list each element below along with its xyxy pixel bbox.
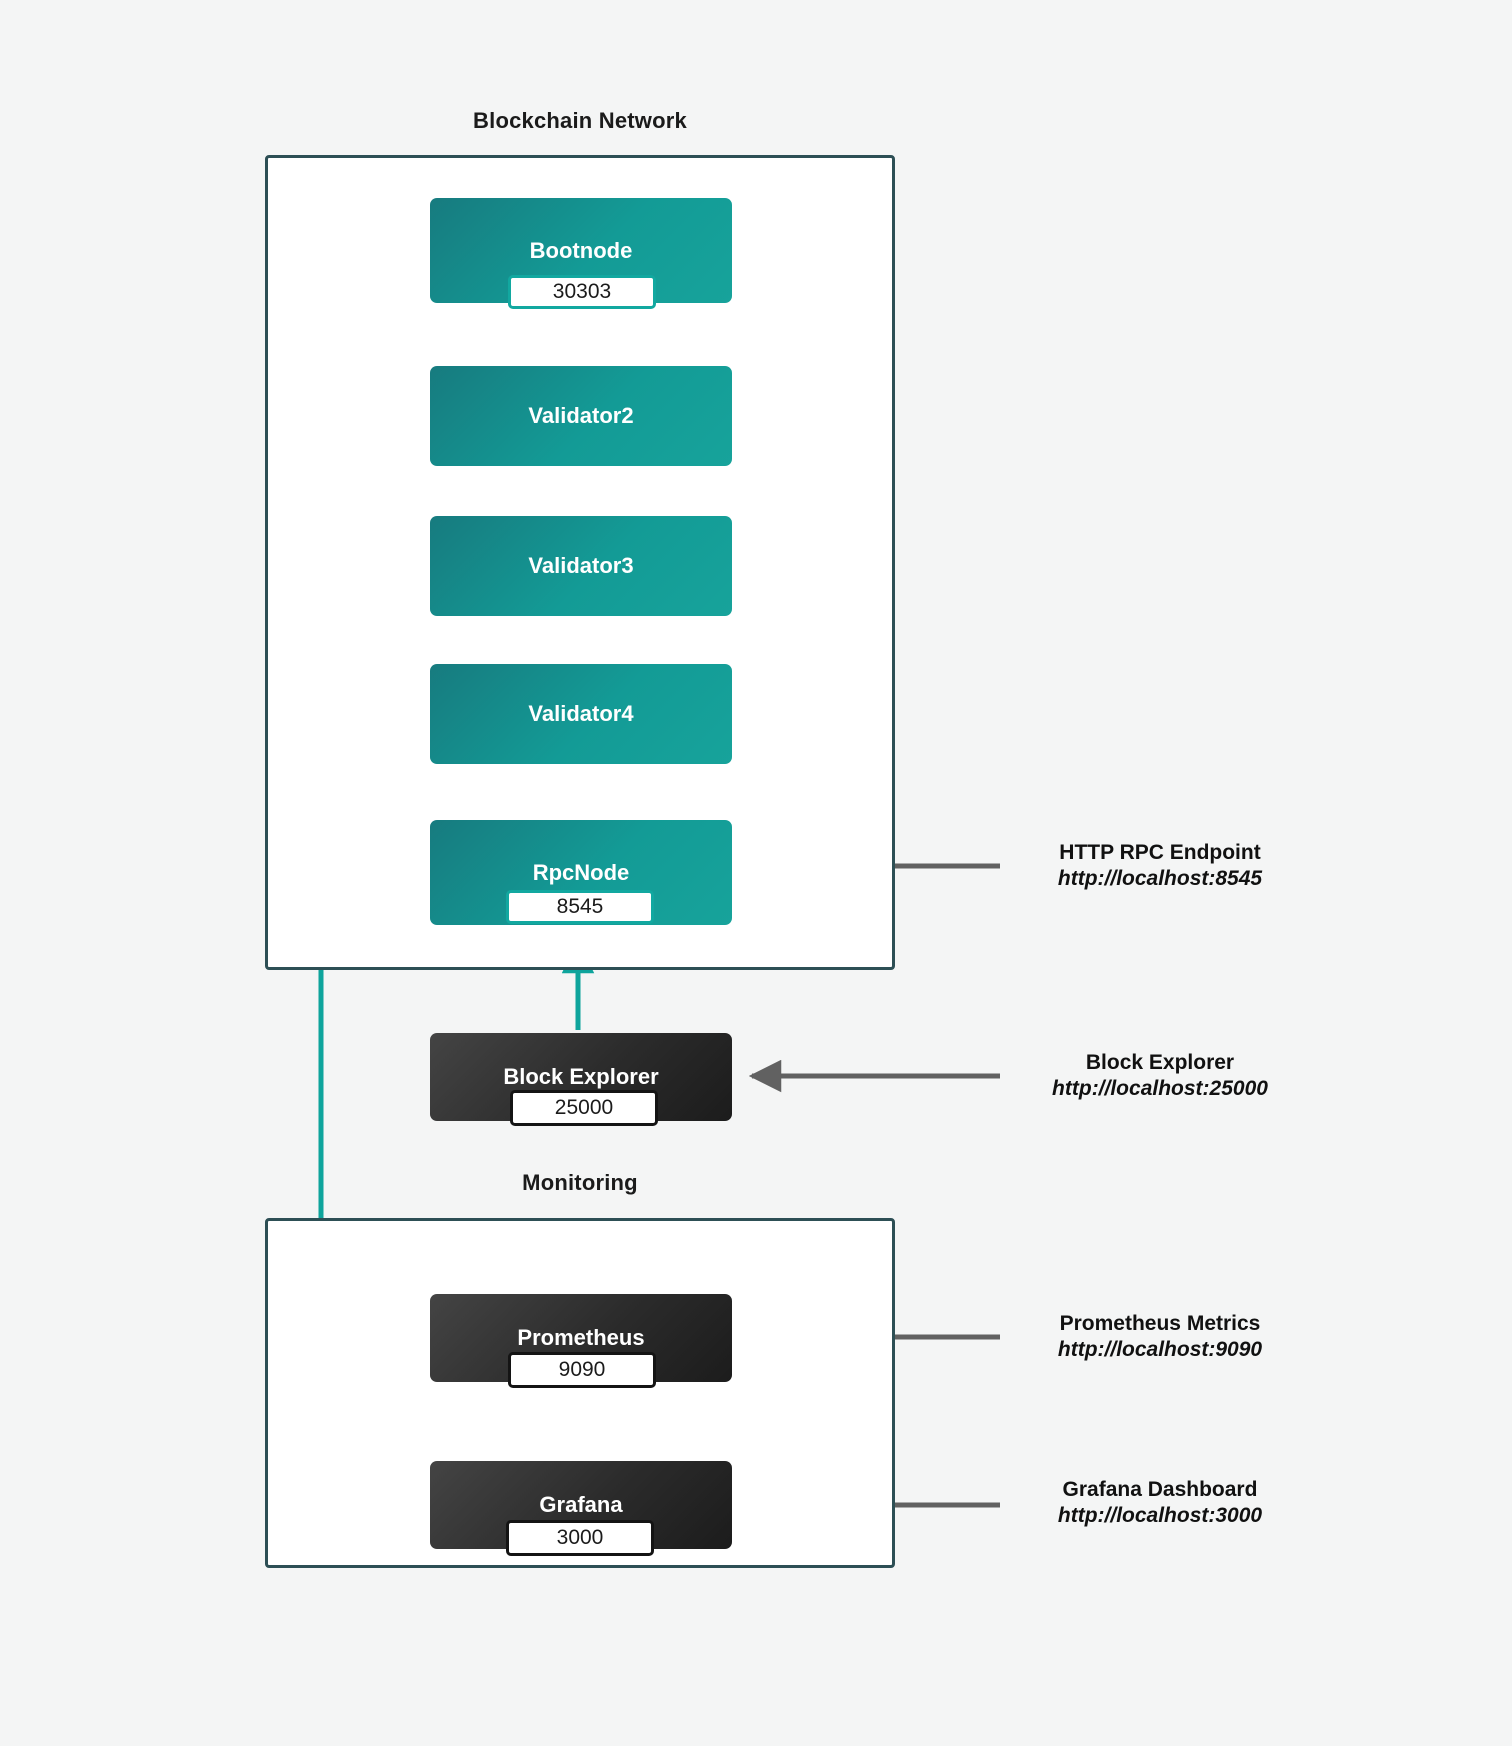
node-validator2[interactable]: Validator2 xyxy=(430,366,732,466)
annotation-title-rpc-endpoint: HTTP RPC Endpoint xyxy=(1059,841,1261,864)
node-label-prometheus: Prometheus xyxy=(517,1325,645,1350)
annotation-rpc-endpoint: HTTP RPC Endpoint http://localhost:8545 xyxy=(1010,840,1310,893)
port-value-rpcnode: 8545 xyxy=(556,895,604,918)
port-badge-grafana: 3000 xyxy=(506,1520,654,1556)
annotation-prometheus-metrics: Prometheus Metrics http://localhost:9090 xyxy=(1010,1311,1310,1364)
node-validator4[interactable]: Validator4 xyxy=(430,664,732,764)
node-label-bootnode: Bootnode xyxy=(529,237,633,263)
annotation-url-rpc-endpoint[interactable]: http://localhost:8545 xyxy=(1057,867,1263,891)
group-title-monitoring: Monitoring xyxy=(522,1170,638,1195)
port-badge-bootnode: 30303 xyxy=(508,275,656,309)
port-value-grafana: 3000 xyxy=(556,1526,604,1549)
node-label-validator2: Validator2 xyxy=(528,403,634,428)
annotation-title-grafana-dashboard: Grafana Dashboard xyxy=(1062,1478,1258,1501)
annotation-grafana-dashboard: Grafana Dashboard http://localhost:3000 xyxy=(1010,1477,1310,1530)
annotation-block-explorer: Block Explorer http://localhost:25000 xyxy=(1010,1050,1310,1103)
port-badge-prometheus: 9090 xyxy=(508,1352,656,1388)
annotation-title-block-explorer: Block Explorer xyxy=(1085,1051,1235,1074)
group-title-blockchain-network: Blockchain Network xyxy=(473,108,687,133)
node-label-grafana: Grafana xyxy=(539,1492,623,1517)
port-value-block-explorer: 25000 xyxy=(554,1096,614,1119)
annotation-url-grafana-dashboard[interactable]: http://localhost:3000 xyxy=(1057,1504,1263,1528)
node-label-block-explorer: Block Explorer xyxy=(503,1064,659,1089)
port-badge-block-explorer: 25000 xyxy=(510,1090,658,1126)
port-badge-rpcnode: 8545 xyxy=(506,890,654,924)
port-value-bootnode: 30303 xyxy=(552,280,612,303)
node-label-rpcnode: RpcNode xyxy=(532,859,630,885)
node-label-validator4: Validator4 xyxy=(528,701,634,726)
annotation-url-block-explorer[interactable]: http://localhost:25000 xyxy=(1052,1077,1268,1101)
node-validator3[interactable]: Validator3 xyxy=(430,516,732,616)
port-value-prometheus: 9090 xyxy=(558,1358,606,1381)
annotation-title-prometheus-metrics: Prometheus Metrics xyxy=(1059,1312,1261,1335)
annotation-url-prometheus-metrics[interactable]: http://localhost:9090 xyxy=(1057,1338,1263,1362)
node-label-validator3: Validator3 xyxy=(528,553,634,578)
